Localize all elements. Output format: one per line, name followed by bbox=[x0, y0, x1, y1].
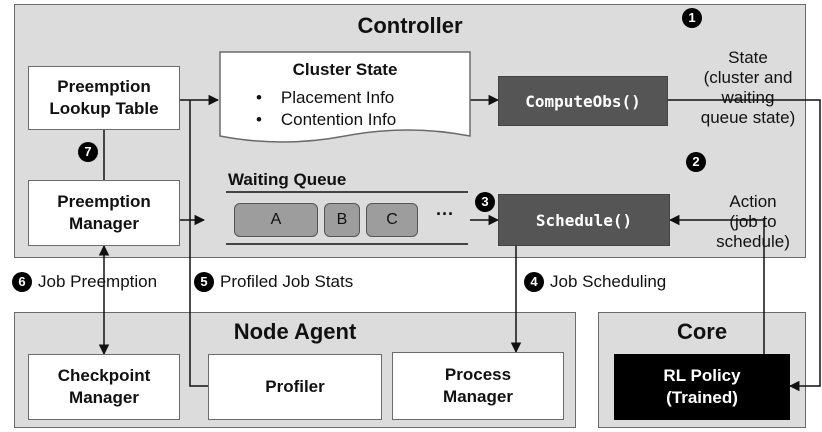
compute-obs-box: ComputeObs() bbox=[498, 76, 668, 126]
action-label: Action (job to schedule) bbox=[716, 192, 790, 251]
cluster-state-title: Cluster State bbox=[292, 60, 398, 79]
cluster-state-item-2: • Contention Info bbox=[256, 110, 397, 129]
step-4-badge: 4 bbox=[524, 272, 544, 292]
step-5-badge: 5 bbox=[194, 272, 214, 292]
job-preemption-annotation: 6 Job Preemption bbox=[12, 272, 157, 292]
queue-job-c: C bbox=[366, 203, 418, 237]
profiled-stats-line bbox=[189, 100, 208, 387]
contention-info-label: Contention Info bbox=[280, 110, 397, 129]
checkpoint-manager: Checkpoint Manager bbox=[28, 354, 180, 420]
schedule-box: Schedule() bbox=[498, 194, 670, 246]
state-annotation: 1 State (cluster and waiting queue state… bbox=[676, 8, 806, 148]
controller-title: Controller bbox=[357, 13, 463, 38]
action-arrow bbox=[668, 214, 765, 354]
action-annotation: 2 Action (job to schedule) bbox=[684, 152, 804, 272]
preemption-lookup-table: Preemption Lookup Table bbox=[28, 66, 180, 130]
job-preemption-label: Job Preemption bbox=[38, 272, 158, 291]
queue-ellipsis: ··· bbox=[436, 204, 454, 224]
job-scheduling-label: Job Scheduling bbox=[550, 272, 667, 291]
profiler: Profiler bbox=[208, 354, 382, 420]
core-title: Core bbox=[676, 319, 728, 344]
profiled-stats-label: Profiled Job Stats bbox=[220, 272, 354, 291]
step-6-badge: 6 bbox=[12, 272, 32, 292]
waiting-queue-label: Waiting Queue bbox=[228, 170, 347, 189]
cluster-state-shape bbox=[219, 51, 471, 143]
rl-policy: RL Policy (Trained) bbox=[614, 354, 790, 420]
state-arrow bbox=[668, 99, 821, 392]
process-manager: Process Manager bbox=[392, 352, 564, 420]
node-agent-title: Node Agent bbox=[233, 319, 357, 344]
queue-job-a: A bbox=[234, 203, 318, 237]
job-scheduling-annotation: 4 Job Scheduling bbox=[524, 272, 666, 292]
profiled-stats-annotation: 5 Profiled Job Stats bbox=[194, 272, 353, 292]
step-7-badge: 7 bbox=[78, 142, 98, 162]
placement-info-label: Placement Info bbox=[280, 88, 395, 107]
step-3-badge: 3 bbox=[475, 192, 495, 212]
cluster-state-item-1: • Placement Info bbox=[256, 88, 395, 107]
step-2-badge: 2 bbox=[686, 152, 706, 172]
preemption-manager: Preemption Manager bbox=[28, 180, 180, 246]
step-1-badge: 1 bbox=[682, 8, 702, 28]
queue-job-b: B bbox=[324, 203, 360, 237]
state-label: State (cluster and waiting queue state) bbox=[700, 48, 796, 127]
